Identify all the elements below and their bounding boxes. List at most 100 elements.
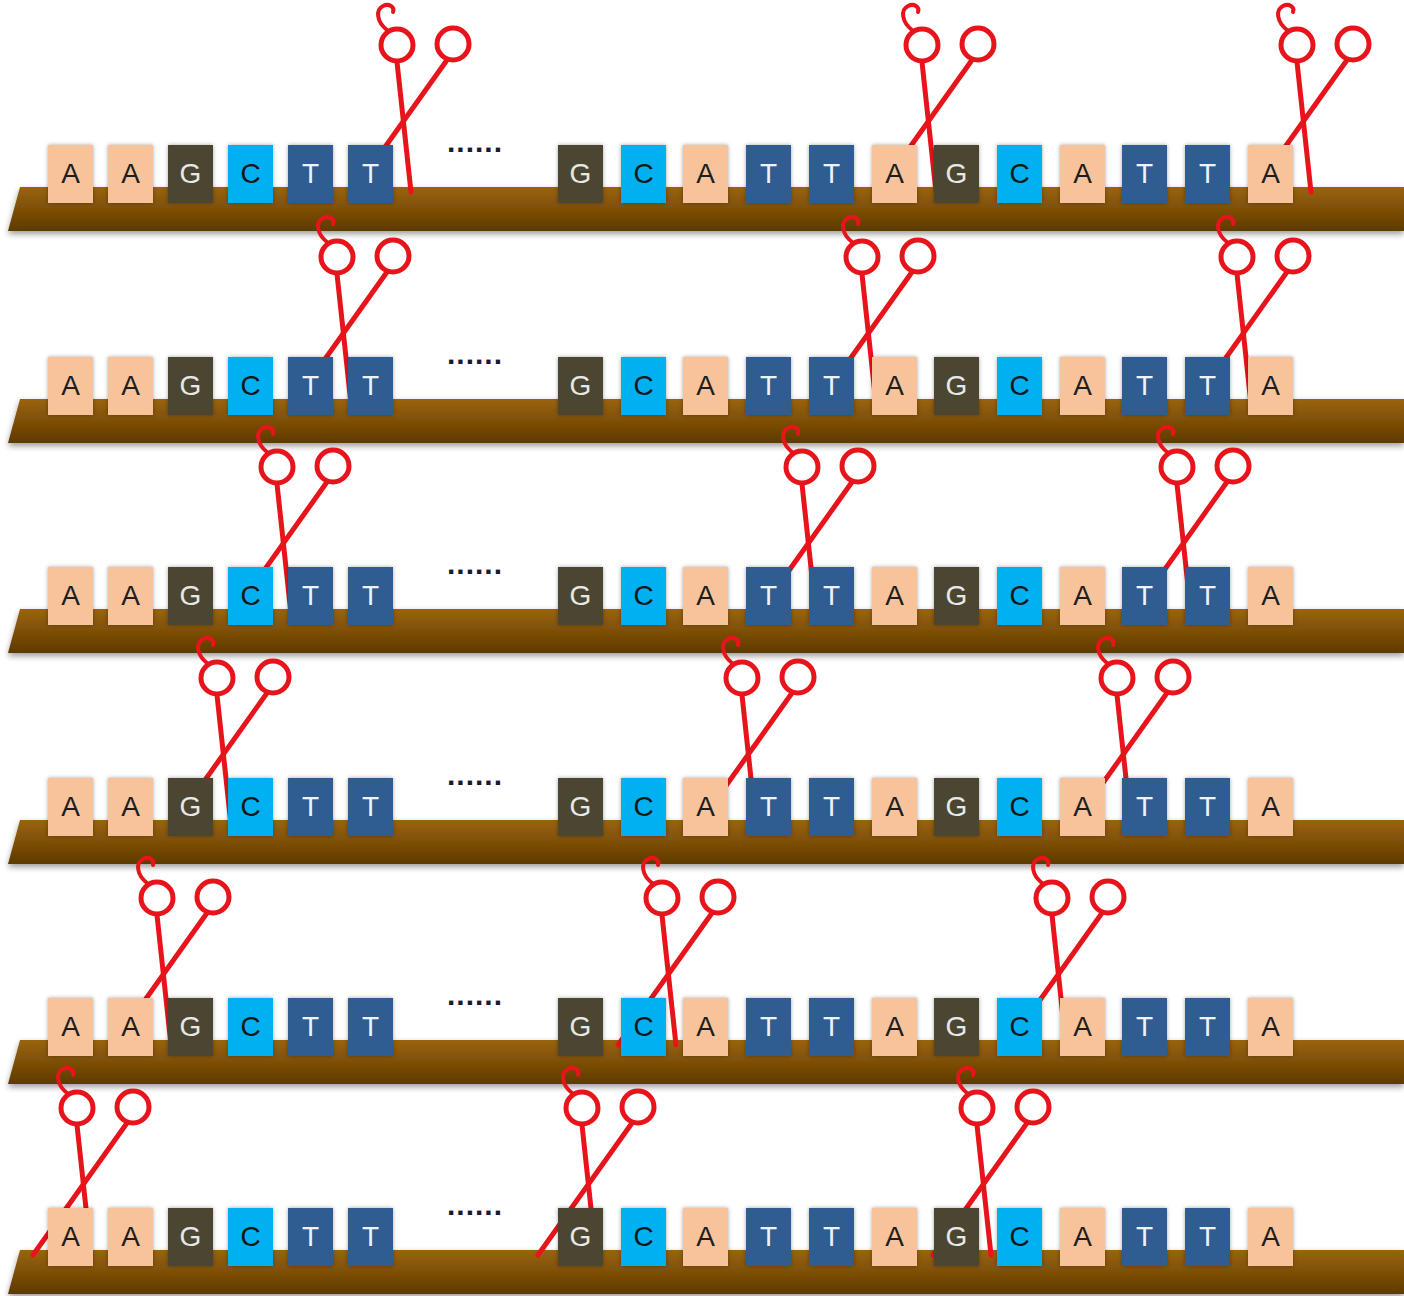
nucleotide-box: T — [809, 357, 854, 415]
nucleotide-letter: T — [362, 372, 379, 400]
nucleotide-box: A — [1060, 357, 1105, 415]
nucleotide-letter: T — [760, 1013, 777, 1041]
nucleotide-box: T — [348, 567, 393, 625]
nucleotide-box: A — [1060, 1208, 1105, 1266]
nucleotide-box: C — [621, 778, 666, 836]
nucleotide-letter: A — [885, 372, 904, 400]
nucleotide-letter: T — [302, 1013, 319, 1041]
nucleotide-letter: C — [1009, 582, 1029, 610]
nucleotide-letter: C — [1009, 160, 1029, 188]
nucleotide-letter: G — [570, 1013, 592, 1041]
nucleotide-letter: A — [885, 1223, 904, 1251]
nucleotide-letter: T — [1136, 1223, 1153, 1251]
nucleotide-box: A — [1248, 567, 1293, 625]
nucleotide-box: T — [288, 357, 333, 415]
nucleotide-letter: G — [570, 582, 592, 610]
nucleotide-box: C — [997, 357, 1042, 415]
nucleotide-letter: A — [121, 1223, 140, 1251]
nucleotide-letter: C — [633, 1223, 653, 1251]
nucleotide-box: T — [746, 145, 791, 203]
nucleotide-letter: A — [61, 582, 80, 610]
nucleotide-box: A — [108, 567, 153, 625]
nucleotide-letter: T — [302, 160, 319, 188]
nucleotide-box: T — [809, 778, 854, 836]
nucleotide-letter: A — [121, 372, 140, 400]
nucleotide-box: A — [683, 998, 728, 1056]
nucleotide-letter: C — [240, 582, 260, 610]
nucleotide-letter: T — [1136, 160, 1153, 188]
nucleotide-letter: A — [1073, 793, 1092, 821]
nucleotide-box: T — [348, 357, 393, 415]
nucleotide-letter: A — [1073, 1013, 1092, 1041]
nucleotide-letter: T — [1199, 1223, 1216, 1251]
nucleotide-box: G — [558, 357, 603, 415]
nucleotide-letter: A — [696, 160, 715, 188]
nucleotide-box: T — [809, 998, 854, 1056]
nucleotide-letter: G — [180, 1013, 202, 1041]
nucleotide-box: T — [746, 778, 791, 836]
nucleotide-letter: A — [121, 160, 140, 188]
nucleotide-box: G — [168, 145, 213, 203]
nucleotide-box: T — [1122, 1208, 1167, 1266]
nucleotide-letter: T — [362, 1223, 379, 1251]
nucleotide-box: A — [872, 145, 917, 203]
nucleotide-box: A — [872, 567, 917, 625]
nucleotide-letter: A — [1261, 1013, 1280, 1041]
nucleotide-box: G — [934, 1208, 979, 1266]
nucleotide-box: G — [558, 567, 603, 625]
nucleotide-letter: A — [696, 793, 715, 821]
nucleotide-box: G — [168, 778, 213, 836]
nucleotide-letter: T — [1199, 1013, 1216, 1041]
ellipsis-label: ...... — [447, 760, 503, 790]
nucleotide-box: T — [348, 145, 393, 203]
ellipsis-label: ...... — [447, 980, 503, 1010]
nucleotide-box: G — [934, 567, 979, 625]
nucleotide-box: A — [1248, 998, 1293, 1056]
nucleotide-box: A — [1248, 145, 1293, 203]
nucleotide-letter: A — [696, 582, 715, 610]
nucleotide-box: A — [1248, 357, 1293, 415]
nucleotide-box: T — [1185, 778, 1230, 836]
nucleotide-letter: T — [823, 372, 840, 400]
nucleotide-letter: G — [180, 582, 202, 610]
nucleotide-box: G — [558, 145, 603, 203]
ellipsis-label: ...... — [447, 549, 503, 579]
nucleotide-letter: A — [1261, 793, 1280, 821]
nucleotide-box: T — [1122, 778, 1167, 836]
nucleotide-box: G — [934, 778, 979, 836]
nucleotide-letter: C — [633, 372, 653, 400]
nucleotide-box: A — [683, 357, 728, 415]
nucleotide-box: A — [683, 145, 728, 203]
nucleotide-box: T — [746, 1208, 791, 1266]
nucleotide-box: C — [228, 778, 273, 836]
nucleotide-box: C — [228, 145, 273, 203]
nucleotide-letter: G — [180, 1223, 202, 1251]
nucleotide-letter: C — [240, 1013, 260, 1041]
nucleotide-letter: T — [302, 793, 319, 821]
nucleotide-box: C — [621, 145, 666, 203]
nucleotide-box: G — [168, 1208, 213, 1266]
nucleotide-letter: A — [885, 1013, 904, 1041]
nucleotide-letter: C — [633, 1013, 653, 1041]
nucleotide-letter: T — [1199, 582, 1216, 610]
nucleotide-box: A — [1060, 998, 1105, 1056]
nucleotide-box: T — [1122, 998, 1167, 1056]
nucleotide-box: T — [288, 145, 333, 203]
nucleotide-letter: A — [885, 160, 904, 188]
nucleotide-letter: A — [1073, 1223, 1092, 1251]
nucleotide-box: C — [621, 567, 666, 625]
nucleotide-box: T — [1185, 567, 1230, 625]
nucleotide-box: A — [108, 778, 153, 836]
nucleotide-box: A — [683, 778, 728, 836]
nucleotide-box: A — [1060, 567, 1105, 625]
nucleotide-letter: A — [1073, 160, 1092, 188]
nucleotide-letter: T — [362, 160, 379, 188]
nucleotide-box: T — [1185, 357, 1230, 415]
nucleotide-box: G — [934, 998, 979, 1056]
nucleotide-letter: A — [885, 582, 904, 610]
nucleotide-box: A — [683, 567, 728, 625]
nucleotide-box: G — [558, 998, 603, 1056]
nucleotide-box: T — [288, 778, 333, 836]
nucleotide-letter: T — [823, 582, 840, 610]
nucleotide-box: A — [872, 998, 917, 1056]
